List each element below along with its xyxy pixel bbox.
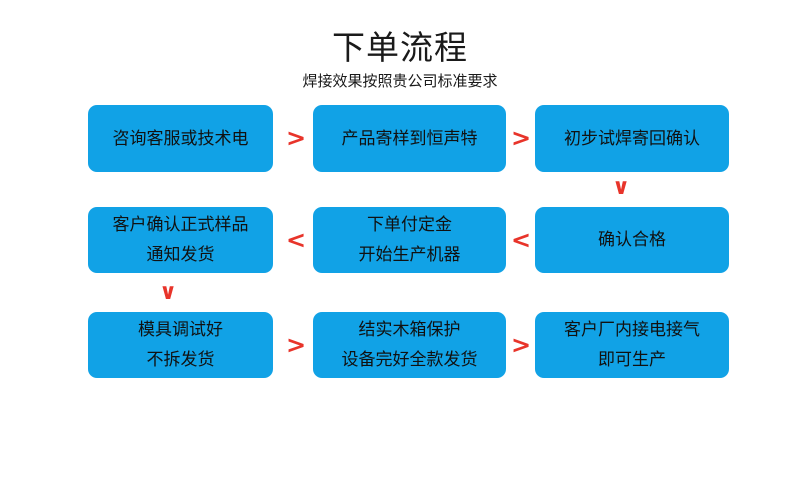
flow-node-label-line2: 不拆发货 [146,350,215,370]
flow-node-send-sample[interactable]: 产品寄样到恒声特 [313,105,506,172]
flow-node-label-line2: 通知发货 [146,245,215,265]
flow-node-label: 产品寄样到恒声特 [341,128,478,149]
arrow-left-icon: < [510,226,532,254]
arrow-down-icon: ∨ [159,280,177,305]
flow-node-label-line1: 结实木箱保护 [358,320,461,340]
flow-node-label-line2: 开始生产机器 [358,245,461,265]
flow-node-onsite-power-air-ready[interactable]: 客户厂内接电接气 即可生产 [535,312,729,378]
chart-header: 下单流程 焊接效果按照贵公司标准要求 [0,28,800,91]
flow-node-label-line1: 模具调试好 [138,320,223,340]
arrow-left-icon: < [285,226,307,254]
flow-node-label-line1: 客户确认正式样品 [112,215,249,235]
arrow-right-icon: > [510,331,532,359]
flow-node-consult-service[interactable]: 咨询客服或技术电 [88,105,273,172]
flow-node-trial-weld-return[interactable]: 初步试焊寄回确认 [535,105,729,172]
arrow-down-icon: ∨ [612,175,630,200]
flow-node-label: 确认合格 [598,230,666,250]
flow-node-label: 初步试焊寄回确认 [564,128,700,149]
flow-node-label-line2: 即可生产 [598,350,666,370]
flow-node-confirm-qualified[interactable]: 确认合格 [535,207,729,273]
page-title: 下单流程 [332,28,468,67]
flow-node-mold-tuned-no-disassembly[interactable]: 模具调试好 不拆发货 [88,312,273,378]
page-subtitle: 焊接效果按照贵公司标准要求 [302,72,498,90]
arrow-right-icon: > [285,124,307,152]
flow-node-order-deposit-production[interactable]: 下单付定金 开始生产机器 [313,207,506,273]
arrow-right-icon: > [510,124,532,152]
flow-node-label-line2: 设备完好全款发货 [341,350,478,370]
flow-node-label-line1: 客户厂内接电接气 [564,320,700,340]
flow-node-label: 咨询客服或技术电 [112,128,249,149]
arrow-right-icon: > [285,331,307,359]
flow-node-label-line1: 下单付定金 [367,215,452,235]
flow-node-wooden-crate-shipping[interactable]: 结实木箱保护 设备完好全款发货 [313,312,506,378]
flow-node-customer-confirm-sample[interactable]: 客户确认正式样品 通知发货 [88,207,273,273]
